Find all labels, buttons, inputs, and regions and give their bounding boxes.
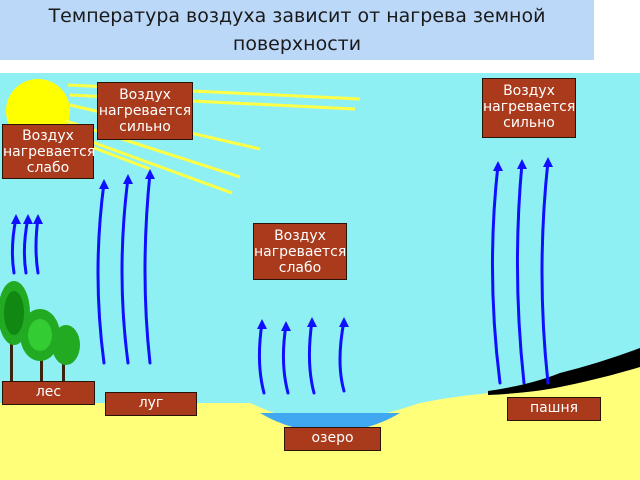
label-air-field: Воздух нагревается сильно [482,78,576,138]
label-meadow: луг [105,392,197,416]
label-air-lake: Воздух нагревается слабо [253,223,347,280]
slide-title: Температура воздуха зависит от нагрева з… [0,0,594,60]
label-lake: озеро [284,427,381,451]
label-field: пашня [507,397,601,421]
ground [0,363,640,480]
label-air-meadow: Воздух нагревается сильно [97,82,193,140]
arrow-heads [11,157,553,331]
label-air-forest: Воздух нагревается слабо [2,124,95,179]
forest-trees [0,281,80,388]
label-forest: лес [2,381,95,405]
lake [260,413,400,433]
plowed-field [488,348,640,395]
